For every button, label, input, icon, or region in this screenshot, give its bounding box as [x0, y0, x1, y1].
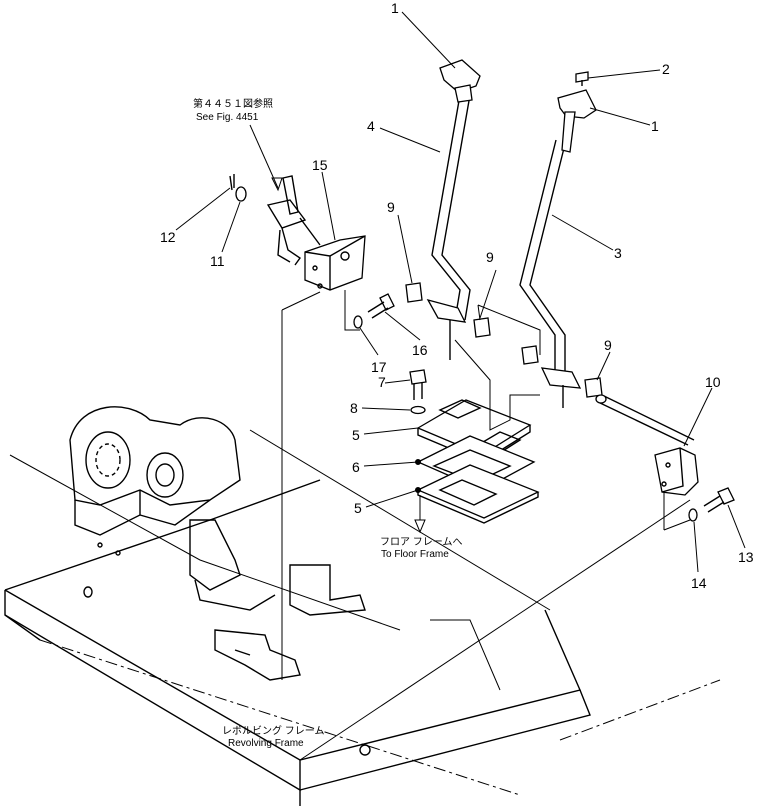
label-part-17: 17 [371, 359, 387, 375]
leader-lines [175, 11, 746, 573]
label-part-3: 3 [614, 245, 622, 261]
label-part-6: 6 [352, 459, 360, 475]
label-part-14: 14 [691, 575, 707, 591]
label-part-9a: 9 [387, 199, 395, 215]
label-part-12: 12 [160, 229, 176, 245]
note-ref-en: See Fig. 4451 [196, 112, 259, 123]
label-part-1b: 1 [651, 118, 659, 134]
shaft-bracket-10 [595, 394, 699, 531]
label-part-2: 2 [662, 61, 670, 77]
label-part-7: 7 [378, 374, 386, 390]
note-floor-jp: フロア フレームへ [380, 536, 462, 548]
label-part-9c: 9 [604, 337, 612, 353]
label-part-13: 13 [738, 549, 754, 565]
note-revolving-jp: レボルビング フレーム [222, 724, 324, 737]
label-part-8: 8 [350, 400, 358, 416]
bracket-15 [304, 235, 366, 331]
revolving-frame [4, 291, 721, 806]
label-part-1a: 1 [391, 0, 399, 16]
label-part-9b: 9 [486, 249, 494, 265]
notes: 第４４５１図参照 See Fig. 4451 フロア フレームへ To Floo… [193, 97, 462, 749]
label-part-5a: 5 [352, 427, 360, 443]
label-part-5b: 5 [354, 500, 362, 516]
note-floor-en: To Floor Frame [381, 549, 449, 560]
linkage-ref-4451 [266, 175, 321, 266]
note-ref-jp: 第４４５１図参照 [193, 97, 273, 110]
label-part-11: 11 [210, 253, 225, 269]
lever-left-4 [426, 59, 481, 360]
label-part-15: 15 [312, 157, 328, 173]
lever-right-3 [519, 89, 597, 408]
label-part-4: 4 [367, 118, 375, 134]
note-revolving-en: Revolving Frame [228, 738, 304, 749]
hardware [229, 71, 735, 522]
label-part-16: 16 [412, 342, 428, 358]
label-part-10: 10 [705, 374, 721, 390]
cover-plates [414, 339, 540, 534]
part-numbers: 1 2 1 4 3 15 9 9 9 10 12 11 16 17 7 8 5 … [160, 0, 754, 591]
